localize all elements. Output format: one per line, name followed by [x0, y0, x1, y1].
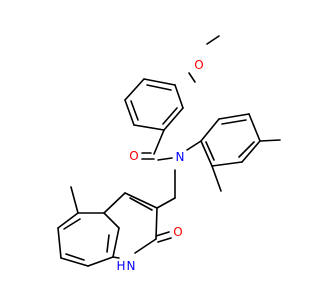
bond-quin-inner-3 [63, 218, 81, 230]
bond-quin-inner-1 [106, 234, 110, 253]
bond-lactam-co-1 [155, 231, 170, 237]
bond-quin-c [87, 256, 114, 267]
atom-carbonyl-oxygen: O [129, 149, 138, 163]
atom-methoxy-oxygen: O [194, 58, 203, 72]
bond-ring2-inner-2 [238, 141, 255, 158]
bond-ring2-e [211, 161, 243, 167]
bond-quin-f [57, 212, 79, 229]
bond-ring1-c [124, 99, 135, 126]
bond-ring1-d [133, 124, 165, 131]
atom-lactam-nitrogen: N [127, 259, 136, 273]
bond-ring-carbonyl [153, 129, 165, 155]
bond-ring2-f [200, 140, 213, 167]
bond-ring1-f [174, 84, 184, 109]
bond-o-ring [188, 72, 196, 83]
bond-ring2-inner-1 [221, 119, 247, 125]
diagram-background [0, 0, 300, 300]
bond-ortho-methyl [211, 165, 222, 192]
bond-ring1-inner-2 [130, 100, 139, 121]
atom-lactam-hydrogen: H [116, 259, 125, 273]
bond-quin-d [60, 257, 89, 267]
bond-pyr-b [124, 192, 158, 209]
bond-quin-methyl [70, 186, 79, 214]
bond-ch2-ring [156, 197, 176, 209]
bond-ring1-b [124, 78, 145, 101]
bond-ring1-e [163, 107, 184, 131]
chemical-structure-diagram: O O N O H N [0, 0, 300, 300]
bond-quin-b [112, 227, 120, 258]
atom-amide-nitrogen: N [176, 150, 185, 164]
bond-ring2-inner-3 [205, 141, 215, 161]
bond-quin-a [103, 212, 120, 229]
bond-quin-e [57, 227, 62, 259]
bond-ring1-inner-1 [146, 84, 172, 91]
bond-pyr-d [134, 238, 157, 254]
bond-ring2-d [241, 140, 261, 163]
bond-ring1-a [143, 78, 176, 86]
bond-methyl-o [206, 35, 220, 45]
atom-labels: O O N O H N [116, 58, 203, 273]
atom-lactam-oxygen: O [173, 225, 182, 239]
bond-pyr-e [112, 256, 120, 259]
bond-lactam-co-2 [157, 237, 172, 243]
bond-pyr-inner-1 [129, 197, 153, 211]
bond-ring2-a [200, 118, 220, 142]
bond-carbonyl-n [157, 157, 173, 161]
bond-ring1-inner-3 [162, 107, 178, 125]
bond-pyr-c [155, 207, 158, 240]
bond-para-methyl [259, 139, 281, 142]
bond-ring2-b [218, 113, 250, 120]
bond-ring2-c [248, 113, 261, 142]
bond-quin-inner-2 [65, 253, 85, 261]
bond-pyr-a [103, 192, 126, 214]
bond-n-aryl [186, 140, 202, 151]
bonds [57, 35, 281, 267]
